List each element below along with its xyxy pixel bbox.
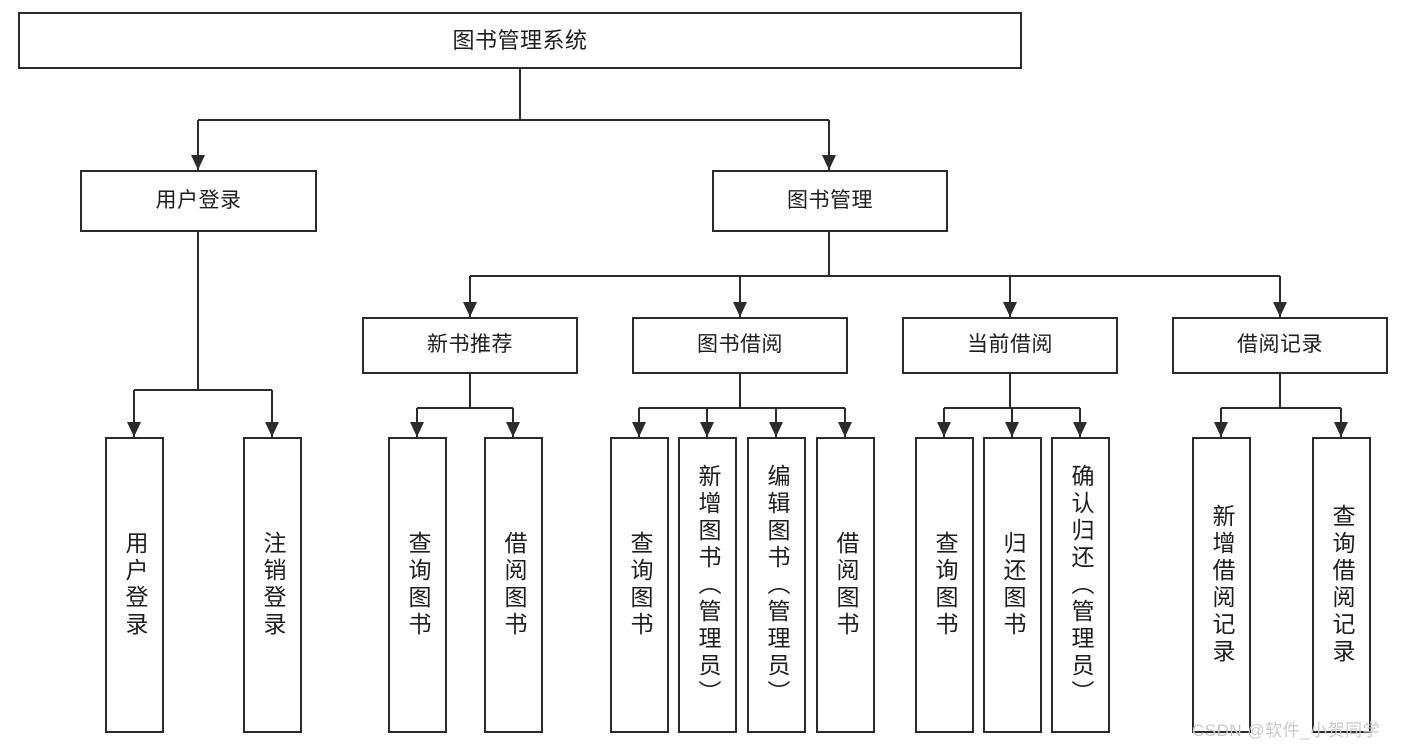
level3-node-2[interactable]: 当前借阅 (902, 317, 1118, 374)
node-label: 借阅图书 (833, 531, 859, 639)
node-label: 注销登录 (260, 531, 286, 639)
edge-arrowhead-4-0 (632, 422, 646, 437)
node-label: 归还图书 (1000, 531, 1026, 639)
edge-arrowhead-5-2 (1073, 422, 1087, 437)
leaf-node-12[interactable]: 查询借阅记录 (1312, 437, 1371, 733)
edge-arrowhead-2-3 (1273, 302, 1287, 317)
level2-node-0[interactable]: 用户登录 (80, 170, 317, 232)
node-label: 新书推荐 (427, 333, 513, 357)
node-label: 借阅图书 (501, 531, 527, 639)
level3-node-1[interactable]: 图书借阅 (632, 317, 848, 374)
leaf-node-6[interactable]: 编辑图书（管理员） (747, 437, 806, 733)
leaf-node-5[interactable]: 新增图书（管理员） (678, 437, 737, 733)
level3-node-3[interactable]: 借阅记录 (1172, 317, 1388, 374)
leaf-node-1[interactable]: 注销登录 (243, 437, 302, 733)
leaf-node-3[interactable]: 借阅图书 (484, 437, 543, 733)
edge-arrowhead-5-1 (1005, 422, 1019, 437)
edge-arrowhead-2-0 (463, 302, 477, 317)
level3-node-0[interactable]: 新书推荐 (362, 317, 578, 374)
edge-arrowhead-6-0 (1214, 422, 1228, 437)
edge-arrowhead-1-0 (127, 422, 141, 437)
node-label: 图书借阅 (697, 333, 783, 357)
leaf-node-10[interactable]: 确认归还（管理员） (1051, 437, 1110, 733)
leaf-node-11[interactable]: 新增借阅记录 (1192, 437, 1251, 733)
node-label: 图书管理 (787, 188, 873, 212)
edge-arrowhead-4-2 (769, 422, 783, 437)
edge-arrowhead-3-1 (506, 422, 520, 437)
edge-arrowhead-6-1 (1334, 422, 1348, 437)
node-label: 编辑图书（管理员） (764, 463, 790, 707)
node-label: 用户登录 (155, 188, 242, 212)
node-label: 当前借阅 (967, 333, 1053, 357)
watermark-label: CSDN @软件_小贺同学 (1192, 721, 1381, 740)
edge-arrowhead-5-0 (937, 422, 951, 437)
node-label: 新增图书（管理员） (695, 463, 721, 707)
leaf-node-4[interactable]: 查询图书 (610, 437, 669, 733)
edge-arrowhead-4-3 (838, 422, 852, 437)
node-label: 查询图书 (405, 531, 431, 639)
leaf-node-0[interactable]: 用户登录 (105, 437, 164, 733)
edge-arrowhead-1-1 (265, 422, 279, 437)
edge-arrowhead-0-1 (822, 155, 836, 170)
node-label: 图书管理系统 (452, 27, 588, 53)
node-label: 用户登录 (122, 531, 148, 639)
edge-arrowhead-4-1 (700, 422, 714, 437)
level2-node-1[interactable]: 图书管理 (712, 170, 948, 232)
node-label: 新增借阅记录 (1209, 504, 1235, 666)
edge-arrowhead-2-2 (1003, 302, 1017, 317)
node-label: 查询图书 (932, 531, 958, 639)
edge-arrowhead-3-0 (410, 422, 424, 437)
node-label: 查询图书 (627, 531, 653, 639)
leaf-node-7[interactable]: 借阅图书 (816, 437, 875, 733)
leaf-node-2[interactable]: 查询图书 (388, 437, 447, 733)
edge-arrowhead-2-1 (733, 302, 747, 317)
node-label: 借阅记录 (1237, 333, 1323, 357)
edge-arrowhead-0-0 (191, 155, 205, 170)
root-node[interactable]: 图书管理系统 (18, 12, 1022, 69)
node-label: 确认归还（管理员） (1068, 463, 1094, 707)
leaf-node-9[interactable]: 归还图书 (983, 437, 1042, 733)
node-label: 查询借阅记录 (1329, 504, 1355, 666)
leaf-node-8[interactable]: 查询图书 (915, 437, 974, 733)
